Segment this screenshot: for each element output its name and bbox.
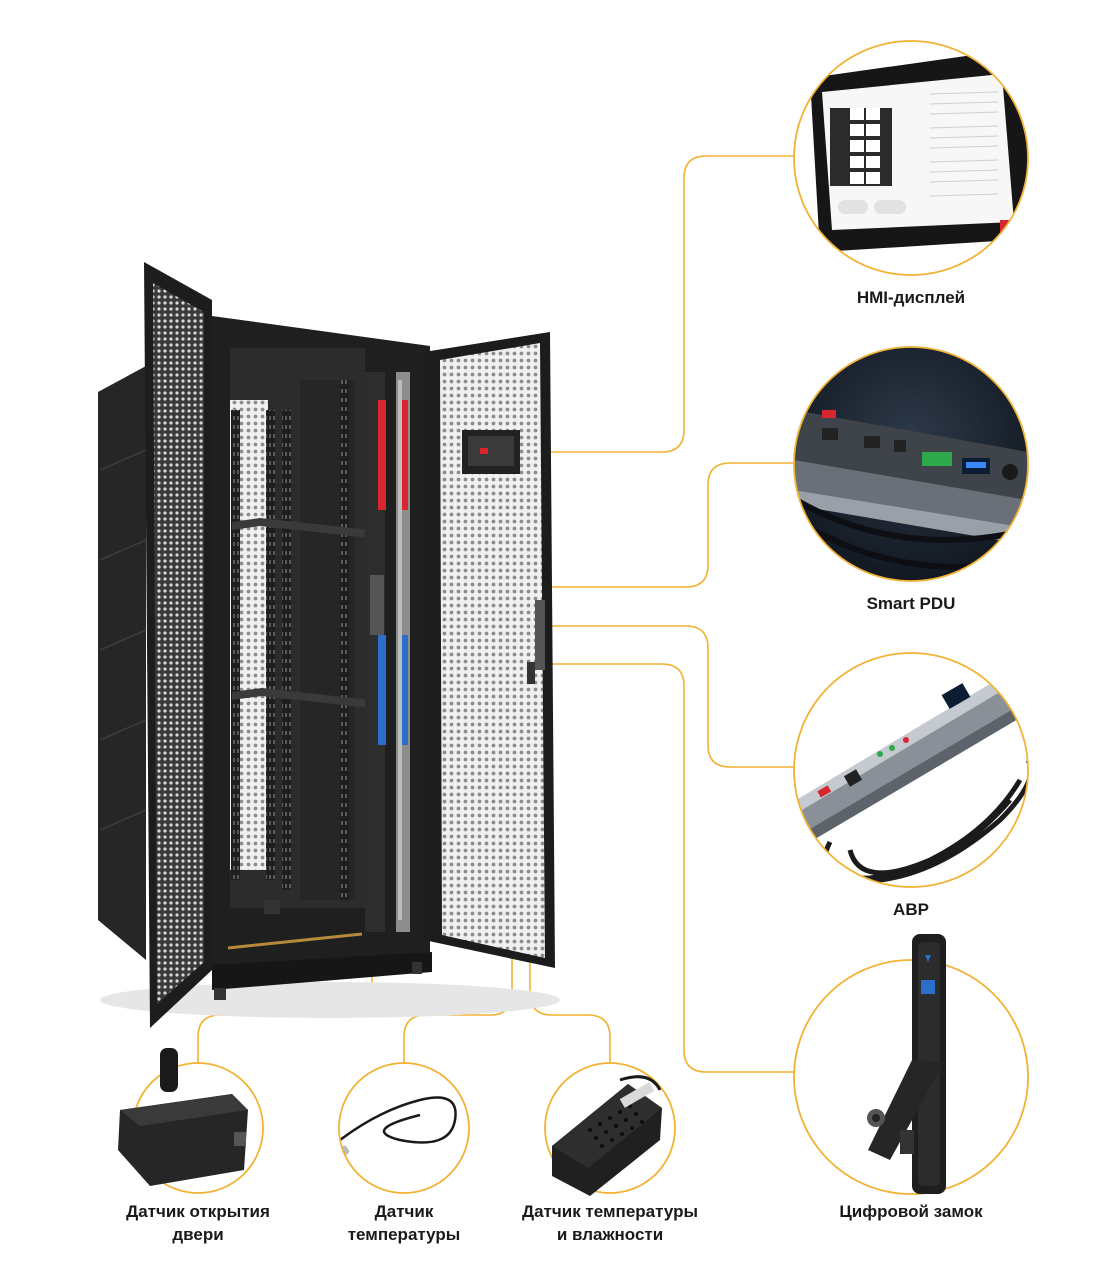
label-smart-pdu-text: Smart PDU	[866, 594, 956, 613]
connector-lock	[544, 663, 795, 1073]
connector-avr	[374, 625, 795, 768]
ats-image	[793, 652, 1029, 888]
label-ats-text: АВР	[893, 900, 929, 919]
smart-pdu-image	[793, 346, 1029, 582]
pdu-blue-section	[378, 635, 386, 745]
label-humidity-sensor-line1: Датчик температуры	[521, 1202, 699, 1221]
door-handle	[535, 600, 545, 670]
label-door-sensor-line1: Датчик открытия	[126, 1202, 270, 1221]
connector-pdu	[397, 462, 795, 588]
label-ats: АВР	[811, 898, 1011, 921]
pdu-red-section	[378, 400, 386, 510]
server-cabinet	[98, 262, 560, 1028]
label-temperature-sensor: Датчик температуры	[304, 1200, 504, 1246]
label-digital-lock-text: Цифровой замок	[839, 1202, 983, 1221]
label-humidity-sensor: Датчик температуры и влажности	[500, 1200, 720, 1246]
temperature-sensor-image	[338, 1062, 470, 1194]
humidity-sensor-image	[544, 1062, 676, 1196]
label-hmi-display: HMI-дисплей	[811, 286, 1011, 309]
label-door-sensor: Датчик открытия двери	[98, 1200, 298, 1246]
connector-hmi	[505, 155, 795, 453]
label-humidity-sensor-line2: и влажности	[556, 1225, 664, 1244]
door-sensor-image	[118, 1048, 264, 1194]
label-door-sensor-line2: двери	[172, 1225, 224, 1244]
label-temperature-sensor-line2: температуры	[347, 1225, 461, 1244]
label-temperature-sensor-line1: Датчик	[374, 1202, 434, 1221]
label-smart-pdu: Smart PDU	[811, 592, 1011, 615]
label-digital-lock: Цифровой замок	[811, 1200, 1011, 1223]
hmi-display-image	[793, 40, 1029, 276]
label-hmi-display-text: HMI-дисплей	[856, 288, 966, 307]
digital-lock-image	[793, 934, 1029, 1195]
